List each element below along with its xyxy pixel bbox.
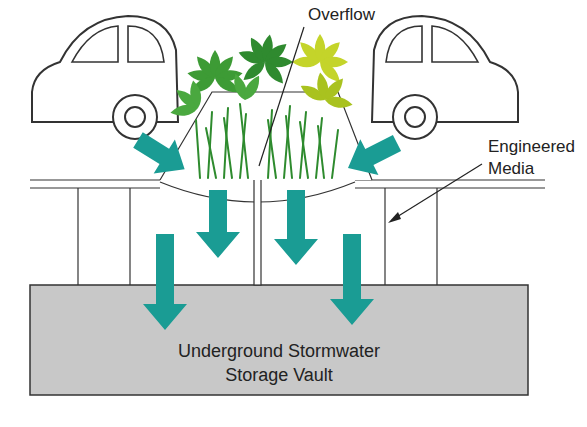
- storage-vault: Underground Stormwater Storage Vault: [30, 285, 528, 395]
- media-label: Engineered Media: [488, 136, 583, 180]
- overflow-label: Overflow: [308, 4, 398, 26]
- car-left: [32, 16, 178, 139]
- foliage: [170, 34, 354, 119]
- flow-arrows: [127, 123, 406, 330]
- vault-label: Underground Stormwater Storage Vault: [164, 339, 394, 387]
- pavement: [30, 180, 545, 285]
- car-right: [372, 16, 518, 139]
- vault-body: [30, 285, 528, 395]
- leader-lines: [259, 27, 482, 223]
- overflow-pipe: [254, 168, 261, 285]
